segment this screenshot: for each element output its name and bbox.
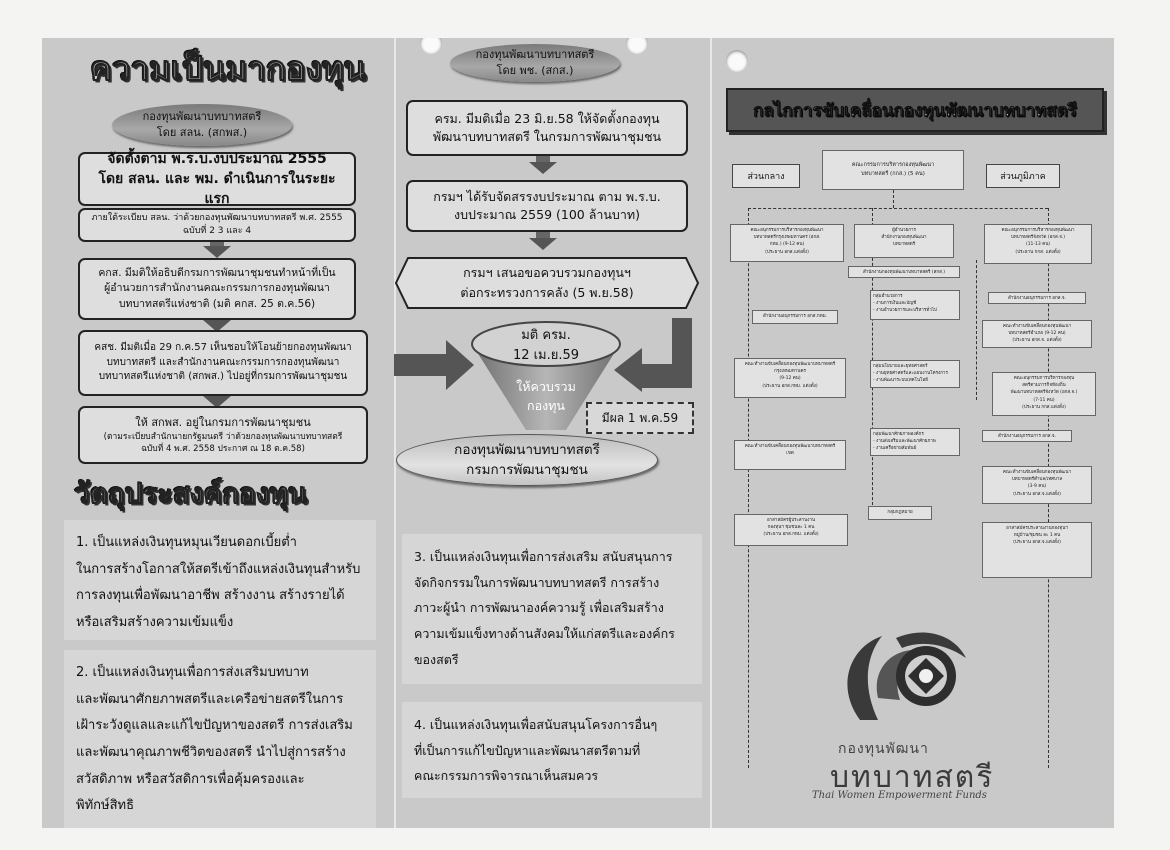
fold-line [394,38,396,828]
funnel-bottom-text: ให้ควบรวม กองทุน [516,379,576,413]
arrow-down-icon [203,320,231,332]
effective-date-box: มีผล 1 พ.ค.59 [586,402,694,434]
org-box: กลุ่มนโยบายและยุทธศาสตร์ - งานยุทธศาสตร์… [870,360,960,388]
org-title: กลไกการขับเคลื่อนกองทุนพัฒนาบทบาทสตรี [753,100,1077,121]
org-connector [748,208,1048,209]
org-box: คณะอนุกรรมการบริหารกองทุน สตรีตามภารกิจท… [992,372,1096,416]
org-box: กลุ่มพัฒนาศักยภาพองค์กร - งานส่งเสริมและ… [870,428,960,456]
org-connector [893,190,894,208]
org-connector [748,208,749,768]
middle-box-3-text: กรมฯ เสนอขอควบรวมกองทุนฯ ต่อกระทรวงการคล… [460,265,634,300]
org-box: สำนักงานอนุกรรมการ อกส.กทม. [752,310,838,324]
punch-hole [420,38,442,54]
punch-hole [726,50,748,72]
middle-pill: กองทุนพัฒนาบทบาทสตรี โดย พช. (สกส.) [450,44,620,82]
central-label: ส่วนกลาง [732,164,800,188]
arrow-down-icon [529,162,557,174]
org-box: คณะทำงานขับเคลื่อนกองทุนพัฒนาบทบาทสตรี เ… [734,440,846,470]
history-box-1: จัดตั้งตาม พ.ร.บ.งบประมาณ 2555 โดย สลน. … [78,151,356,207]
left-pill: กองทุนพัฒนาบทบาทสตรี โดย สลน. (สกพส.) [112,104,292,146]
org-box: คณะทำงานขับเคลื่อนกองทุนพัฒนาบทบาทสตรี ก… [734,358,846,398]
brochure-sheet: ความเป็นมากองทุน กองทุนพัฒนาบทบาทสตรี โด… [42,38,1114,828]
regional-label: ส่วนภูมิภาค [986,164,1060,188]
objective-3: 3. เป็นแหล่งเงินทุนเพื่อการส่งเสริม สนับ… [402,534,702,684]
history-box-5-main: ให้ สกพส. อยู่ในกรมการพัฒนาชุมชน [135,415,311,429]
result-pill: กองทุนพัฒนาบทบาทสตรี กรมการพัฒนาชุมชน [396,434,658,486]
org-title-bar: กลไกการขับเคลื่อนกองทุนพัฒนาบทบาทสตรี [726,88,1104,132]
logo-text-2: บทบาทสตรี [830,760,995,795]
logo-text-1: กองทุนพัฒนา [838,741,929,757]
org-box: คณะทำงานขับเคลื่อนกองทุนพัฒนา บทบาทสตรีอ… [982,320,1092,348]
objective-2: 2. เป็นแหล่งเงินทุนเพื่อการส่งเสริมบทบาท… [64,650,376,828]
arrow-down-icon [529,238,557,250]
arrow-stem [536,232,550,240]
history-box-3: คกส. มีมติให้อธิบดีกรมการพัฒนาชุมชนทำหน้… [78,258,356,320]
org-top-committee: คณะกรรมการบริหารกองทุนพัฒนา บทบาทสตรี (ก… [822,150,964,190]
arrow-down-icon [203,396,231,408]
arrow-stem [536,156,550,164]
arrow-stem [210,242,224,248]
org-box: กลุ่มอำนวยการ - งานการเงินและบัญชี - งาน… [870,290,960,320]
history-box-2: ภายใต้ระเบียบ สลน. ว่าด้วยกองทุนพัฒนาบทบ… [78,208,356,242]
arrow-right-icon [394,338,476,396]
org-box: คณะอนุกรรมการบริหารกองทุนพัฒนา บทบาทสตรี… [730,224,844,262]
org-box: อาสาสมัครผู้ประสานงาน กองทุนฯ ชุมชนละ 1 … [734,514,848,546]
org-box: คณะทำงานขับเคลื่อนกองทุนพัฒนา บทบาทสตรีต… [982,466,1092,504]
logo-text-3: Thai Women Empowerment Funds [812,790,987,801]
arrow-down-icon [203,246,231,258]
org-connector [976,260,977,400]
history-box-5: ให้ สกพส. อยู่ในกรมการพัฒนาชุมชน (ตามระเ… [78,406,368,464]
fold-line [710,38,712,828]
middle-box-2: กรมฯ ได้รับจัดสรรงบประมาณ ตาม พ.ร.บ. งบป… [406,180,688,232]
history-title: ความเป็นมากองทุน [89,49,367,89]
funnel-top-text: มติ ครม. 12 เม.ย.59 [512,328,580,363]
objective-4: 4. เป็นแหล่งเงินทุนเพื่อสนับสนุนโครงการอ… [402,702,702,798]
objective-1: 1. เป็นแหล่งเงินทุนหมุนเวียนดอกเบี้ยต่ำ … [64,520,376,640]
history-box-5-sub: (ตามระเบียบสำนักนายกรัฐมนตรี ว่าด้วยกองท… [103,431,343,454]
org-box: สำนักงานอนุกรรมการ อกส.จ. [988,292,1086,304]
org-box: อาสาสมัครประสานงานกองทุนฯ หมู่บ้าน/ชุมชน… [982,522,1092,578]
funnel-icon [466,320,626,432]
org-box: กลุ่มกฎหมาย [868,506,932,520]
history-box-4: คสช. มีมติเมื่อ 29 ก.ค.57 เห็นชอบให้โอนย… [78,330,368,396]
logo-emblem-icon [842,628,968,728]
arrow-left-icon [612,318,696,398]
org-box: ผู้อำนวยการ สำนักงานกองทุนพัฒนา บทบาทสตร… [854,224,954,258]
org-box: สำนักงานอนุกรรมการ อกส.จ. [982,430,1072,442]
hexagon-shape [394,257,700,309]
punch-hole [626,38,648,54]
middle-box-3-hex: กรมฯ เสนอขอควบรวมกองทุนฯ ต่อกระทรวงการคล… [394,256,700,310]
org-box: คณะอนุกรรมการบริหารกองทุนพัฒนา บทบาทสตรี… [984,224,1092,264]
middle-box-1: ครม. มีมติเมื่อ 23 มิ.ย.58 ให้จัดตั้งกอง… [406,100,688,156]
org-box: สำนักงานกองทุนพัฒนาบทบาทสตรี (สกส.) [848,266,960,278]
objective-title: วัตถุประสงค์กองทุน [73,477,308,511]
